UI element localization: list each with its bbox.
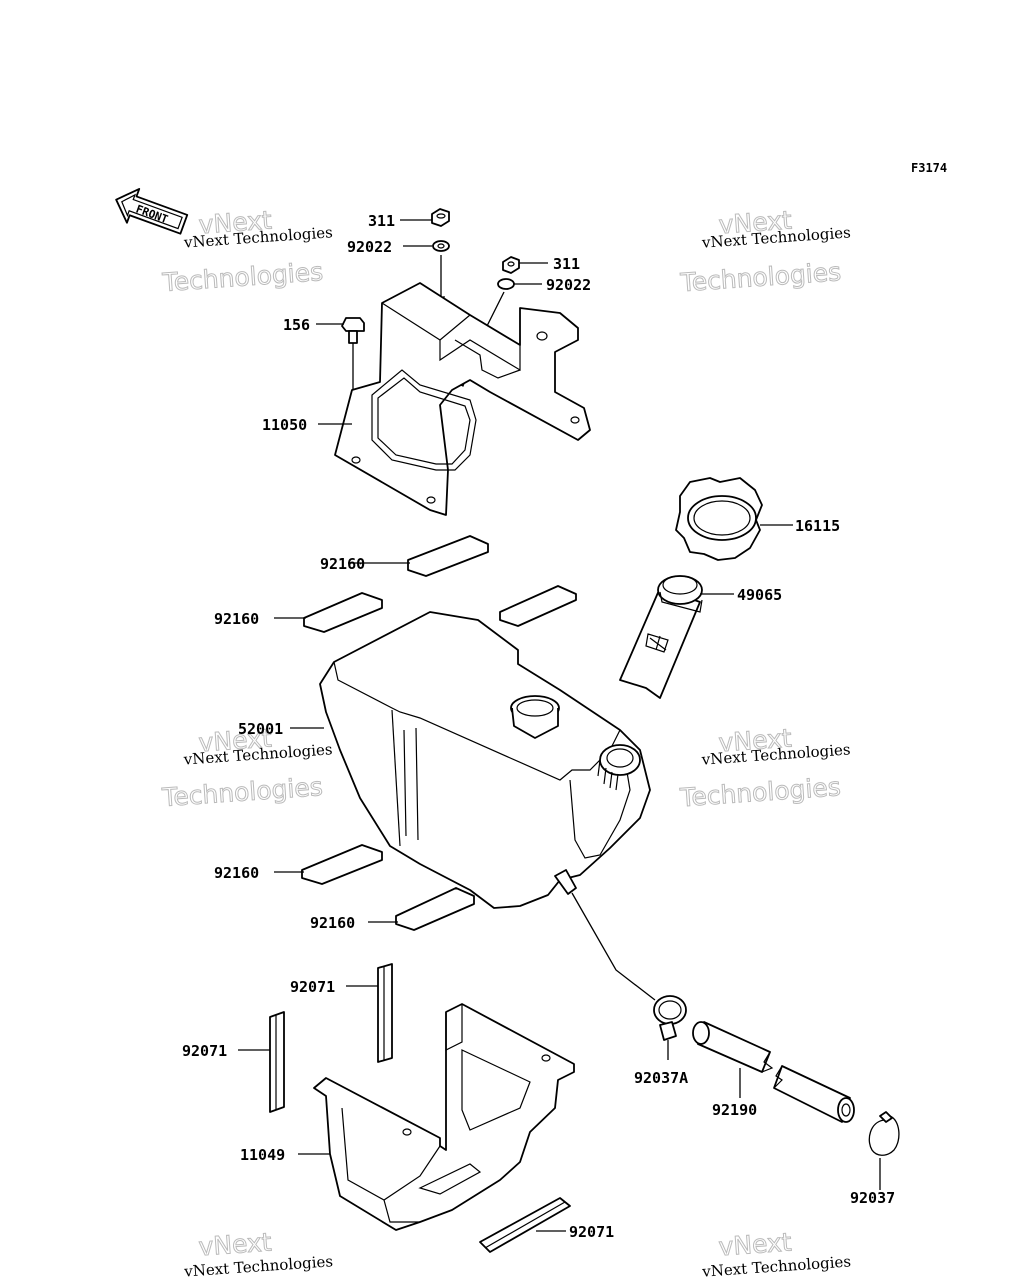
- part-labels: 311 92022 311 92022 156 11050 16115 9216…: [182, 212, 895, 1241]
- part-label-92160-b: 92160: [214, 610, 259, 628]
- svg-text:Technologies: Technologies: [679, 257, 842, 297]
- part-label-92160-c: 92160: [214, 864, 259, 882]
- svg-text:vNext: vNext: [198, 205, 273, 239]
- svg-text:Technologies: Technologies: [678, 772, 841, 812]
- clip-92037: [868, 1111, 900, 1190]
- upper-bracket-11050: [334, 282, 591, 516]
- part-label-11050: 11050: [262, 416, 307, 434]
- nut-top: [431, 208, 450, 227]
- watermark-bottom-right: vNext vNext Technologies: [701, 1227, 852, 1280]
- part-label-92071-b: 92071: [182, 1042, 227, 1060]
- leader-lines: [238, 219, 793, 1232]
- fuel-hose-92190: [692, 1021, 855, 1123]
- watermark-bottom-left: vNext vNext Technologies: [183, 1227, 334, 1280]
- part-label-92160-d: 92160: [310, 914, 355, 932]
- washer-top: [432, 240, 450, 252]
- fuel-tank-52001: [319, 611, 651, 909]
- washer-right: [497, 278, 515, 290]
- watermark-mid-right: vNext vNext Technologies Technologies: [678, 723, 851, 813]
- watermark-top-right: vNext vNext Technologies Technologies: [678, 205, 851, 298]
- svg-text:vNext: vNext: [198, 1227, 273, 1261]
- fuel-cap-16115: [675, 477, 763, 561]
- watermark-top-left: vNext vNext Technologies Technologies: [160, 205, 333, 298]
- figure-id: F3174: [911, 161, 947, 175]
- pad-left-lower: [301, 844, 383, 885]
- part-label-311-right: 311: [553, 255, 580, 273]
- part-label-311-top: 311: [368, 212, 395, 230]
- part-label-49065: 49065: [737, 586, 782, 604]
- strip-92071-bottom: [479, 1197, 571, 1253]
- front-arrow-icon: FRONT: [115, 188, 189, 235]
- svg-text:Technologies: Technologies: [160, 772, 323, 812]
- part-label-92071-a: 92071: [290, 978, 335, 996]
- part-label-92071-c: 92071: [569, 1223, 614, 1241]
- part-label-92022-top: 92022: [347, 238, 392, 256]
- part-label-92037A: 92037A: [634, 1069, 688, 1087]
- svg-text:vNext: vNext: [718, 1227, 793, 1261]
- part-label-92037: 92037: [850, 1189, 895, 1207]
- svg-text:vNext: vNext: [198, 723, 273, 757]
- hose-route: [571, 892, 656, 1001]
- part-label-92160-a: 92160: [320, 555, 365, 573]
- svg-text:Technologies: Technologies: [161, 257, 324, 297]
- nut-right: [502, 256, 520, 274]
- part-label-16115: 16115: [795, 517, 840, 535]
- part-label-156: 156: [283, 316, 310, 334]
- strip-92071-upper: [377, 963, 393, 1063]
- part-label-92022-right: 92022: [546, 276, 591, 294]
- filler-neck-49065: [619, 575, 703, 699]
- pad-right-upper: [499, 585, 577, 627]
- pad-top: [407, 535, 489, 577]
- svg-text:vNext: vNext: [718, 723, 793, 757]
- lower-bracket-11049: [313, 1003, 575, 1231]
- pad-left-upper: [303, 592, 383, 633]
- svg-text:vNext: vNext: [718, 205, 793, 239]
- part-label-52001: 52001: [238, 720, 283, 738]
- pad-bottom: [395, 887, 475, 931]
- part-label-92190: 92190: [712, 1101, 757, 1119]
- strip-92071-left: [269, 1011, 285, 1113]
- hose-clamp-92037A: [653, 995, 687, 1060]
- part-label-11049: 11049: [240, 1146, 285, 1164]
